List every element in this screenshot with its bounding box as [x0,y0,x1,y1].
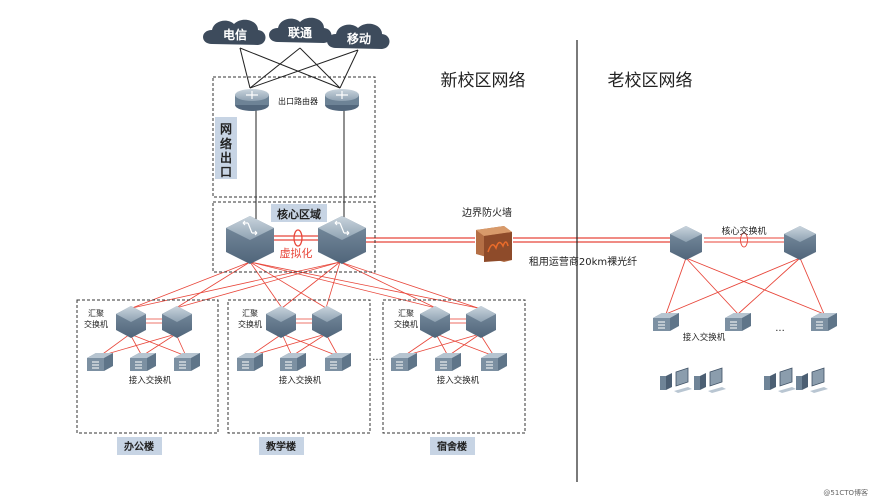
old-core-switch-right [784,226,816,260]
router-core-links [255,110,345,222]
access-switch-2 [130,353,156,371]
cloud-mobile-label: 移动 [347,31,371,46]
cloud-mobile: 移动 [327,23,390,49]
egress-zone-char-1: 网 [220,122,232,136]
agg-switch-dorm-1 [420,306,450,338]
agg-label-teaching-1: 汇聚 [242,309,258,318]
agg-label-dorm-1: 汇聚 [398,309,414,318]
egress-router-label: 出口路由器 [278,96,318,106]
access-label-teaching: 接入交换机 [279,375,322,386]
computer-icon-2 [694,367,726,393]
agg-switch-teaching-1 [266,306,296,338]
watermark: @51CTO博客 [823,488,868,497]
egress-zone-box [212,76,376,198]
access-switch-8 [435,353,461,371]
egress-zone-badge [215,117,237,179]
core-switch-right [318,216,366,264]
agg-switch-dorm-2 [466,306,496,338]
fiber-link [366,237,670,243]
virtualization-label: 虚拟化 [280,246,313,260]
access-label-office: 接入交换机 [129,375,172,386]
cloud-unicom: 联通 [269,17,332,43]
egress-zone-char-3: 出 [220,150,232,165]
agg-switch-office-1 [116,306,146,338]
firewall-icon [476,226,512,262]
agg-label-dorm-2: 交换机 [394,319,418,329]
egress-router-left [235,89,269,111]
building-name-office: 办公楼 [124,440,154,453]
core-agg-links [131,261,479,309]
core-zone-box [212,201,376,273]
old-campus-title: 老校区网络 [608,71,693,91]
core-switch-left [226,216,274,264]
access-switch-3 [174,353,200,371]
old-core-switch-left [670,226,702,260]
old-access-switches [653,313,837,331]
core-zone-badge [271,204,327,222]
old-access-switch-1 [653,313,679,331]
access-switch-1 [87,353,113,371]
egress-router-right [325,89,359,111]
old-access-ellipsis: ... [775,323,785,334]
old-access-switch-3 [811,313,837,331]
access-switch-9 [481,353,507,371]
building-name-teaching: 教学楼 [265,440,296,453]
cloud-unicom-label: 联通 [288,25,312,40]
building-box-dorm [382,299,526,434]
computer-icon-4 [796,367,828,393]
computer-icon-3 [764,367,796,393]
old-access-label: 接入交换机 [683,332,726,343]
cloud-router-links [239,47,359,89]
agg-label-teaching-2: 交换机 [238,319,262,329]
old-core-label: 核心交换机 [721,225,766,237]
access-switch-4 [237,353,263,371]
egress-zone-char-4: 口 [220,165,232,179]
agg-switch-office-2 [162,306,192,338]
building-name-dorm: 宿舍楼 [437,440,467,453]
agg-label-office-2: 交换机 [84,319,108,329]
fiber-label: 租用运营商20km裸光纤 [529,255,637,268]
agg-access-links [99,318,495,357]
access-switches-new [87,353,507,371]
core-zone-title: 核心区域 [277,207,321,221]
access-switch-7 [391,353,417,371]
building-badge-dorm [430,437,475,455]
core-virtual-links [272,229,326,247]
agg-label-office-1: 汇聚 [88,309,104,318]
building-badge-teaching [259,437,304,455]
old-campus-links [665,232,825,315]
access-switch-6 [325,353,351,371]
computer-icons [660,367,828,393]
firewall-label: 边界防火墙 [462,206,512,219]
building-badge-office [117,437,162,455]
buildings-ellipsis: ... [372,352,382,363]
egress-zone-char-2: 络 [220,136,232,151]
access-switch-5 [280,353,306,371]
computer-icon-1 [660,367,692,393]
new-campus-title: 新校区网络 [441,71,526,91]
old-access-switch-2 [725,313,751,331]
agg-switch-teaching-2 [312,306,342,338]
access-label-dorm: 接入交换机 [437,375,480,386]
cloud-telecom: 电信 [203,19,266,45]
building-box-office [76,299,219,434]
building-box-teaching [227,299,371,434]
cloud-telecom-label: 电信 [223,27,247,42]
